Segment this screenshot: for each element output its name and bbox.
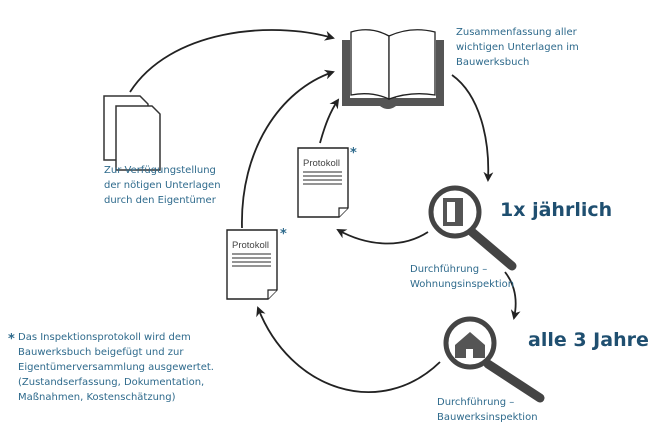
svg-text:Bauwerksbuch: Bauwerksbuch — [456, 57, 529, 68]
arrow-protocol-to-book-inner — [319, 98, 340, 144]
cycle-arrows — [129, 29, 521, 394]
svg-text:Durchführung –: Durchführung – — [410, 264, 487, 275]
book-icon — [342, 29, 444, 109]
arrow-docs-to-book — [129, 29, 335, 93]
svg-text:Durchführung –: Durchführung – — [437, 397, 514, 408]
svg-text:Bauwerksinspektion: Bauwerksinspektion — [437, 412, 538, 423]
asterisk: * — [350, 146, 357, 161]
svg-text:Das Inspektionsprotokoll wird: Das Inspektionsprotokoll wird dem — [18, 332, 191, 343]
svg-text:der nötigen Unterlagen: der nötigen Unterlagen — [104, 180, 221, 191]
asterisk: * — [280, 227, 287, 242]
arrow-apartment-inspection-to-protocol — [336, 229, 429, 245]
svg-text:*: * — [8, 332, 15, 347]
protocol-document-1: Protokoll * — [297, 146, 357, 218]
protocol-label: Protokoll — [232, 240, 269, 251]
svg-text:(Zustandserfassung, Dokumentat: (Zustandserfassung, Dokumentation, — [18, 377, 204, 388]
protocol-label: Protokoll — [303, 158, 340, 169]
svg-text:wichtigen Unterlagen im: wichtigen Unterlagen im — [456, 42, 579, 53]
provision-caption: Zur Verfügungstellung der nötigen Unterl… — [104, 165, 221, 206]
magnifier-window-icon — [428, 185, 517, 271]
triennial-label: alle 3 Jahre — [528, 329, 649, 351]
yearly-label: 1x jährlich — [500, 199, 612, 221]
magnifier-house-icon — [443, 316, 545, 403]
book-caption: Zusammenfassung aller wichtigen Unterlag… — [456, 27, 579, 68]
svg-text:Eigentümerversammlung ausgewer: Eigentümerversammlung ausgewertet. — [18, 362, 214, 373]
protocol-document-2: Protokoll * — [226, 227, 287, 300]
footnote: * Das Inspektionsprotokoll wird dem Bauw… — [8, 332, 214, 403]
svg-text:Bauwerksbuch beigefügt und zur: Bauwerksbuch beigefügt und zur — [18, 347, 184, 358]
svg-text:Zur Verfügungstellung: Zur Verfügungstellung — [104, 165, 216, 176]
arrow-building-inspection-to-protocol — [256, 306, 441, 394]
building-inspection-caption: Durchführung – Bauwerksinspektion — [437, 397, 538, 423]
documents-icon — [103, 95, 161, 171]
svg-text:durch den Eigentümer: durch den Eigentümer — [104, 195, 217, 206]
arrow-book-to-apartment-inspection — [451, 74, 494, 182]
svg-text:Wohnungsinspektion: Wohnungsinspektion — [410, 279, 514, 290]
svg-text:Maßnahmen, Kostenschätzung): Maßnahmen, Kostenschätzung) — [18, 392, 176, 403]
apartment-inspection-caption: Durchführung – Wohnungsinspektion — [410, 264, 514, 290]
arrow-protocol-to-book-outer — [241, 69, 335, 229]
arrow-apartment-to-building-inspection — [504, 271, 521, 320]
svg-text:Zusammenfassung aller: Zusammenfassung aller — [456, 27, 578, 38]
